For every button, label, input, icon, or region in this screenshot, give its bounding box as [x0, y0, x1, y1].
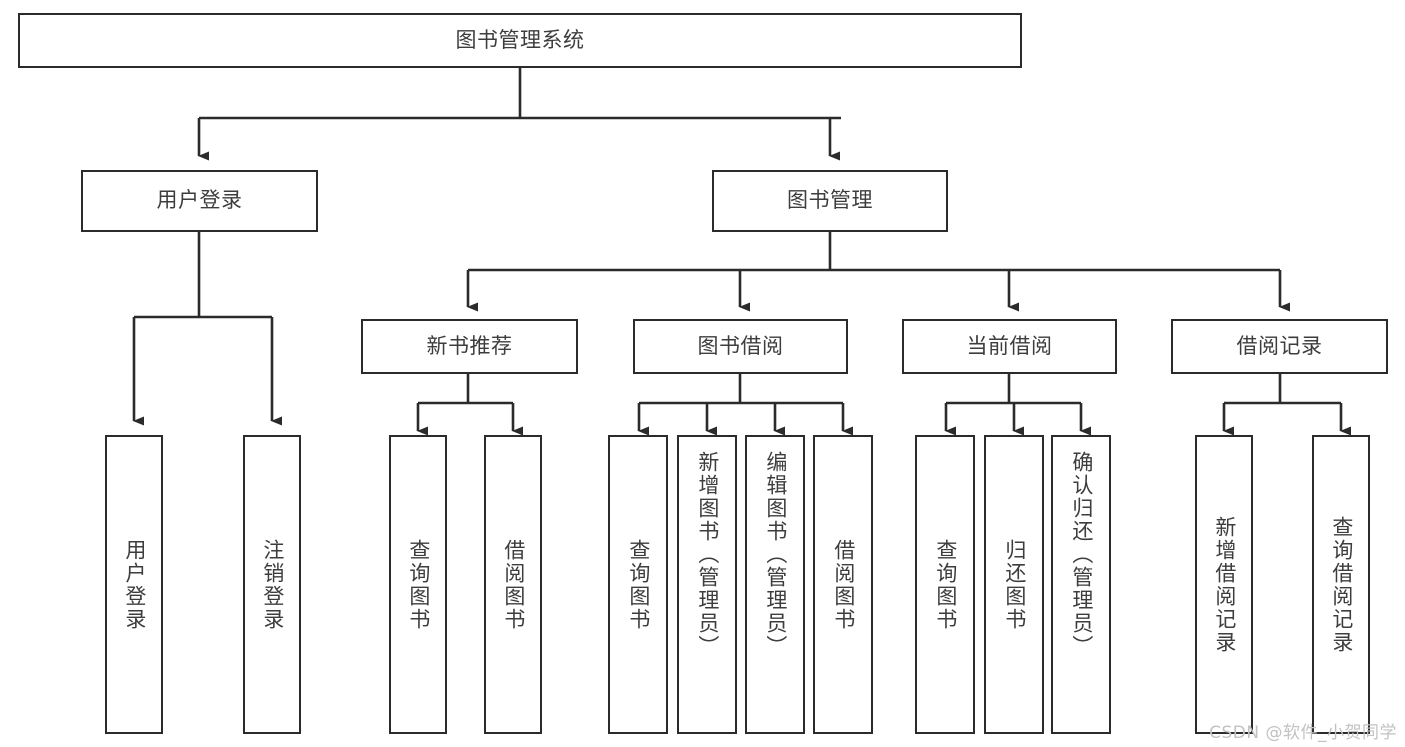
node-root-book-management-system[interactable]: 图书管理系统 — [18, 13, 1022, 68]
node-borrow-record[interactable]: 借阅记录 — [1171, 319, 1388, 374]
node-label: 新增借阅记录 — [1212, 515, 1237, 654]
node-label: 图书管理 — [787, 188, 873, 213]
node-label: 查询借阅记录 — [1329, 515, 1354, 654]
node-label: 借阅图书 — [831, 538, 856, 631]
node-label: 查询图书 — [626, 538, 651, 631]
node-label: 用户登录 — [156, 188, 243, 213]
node-label: 确认归还（管理员） — [1069, 451, 1094, 658]
node-label: 查询图书 — [933, 538, 958, 631]
node-label: 用户登录 — [122, 538, 147, 631]
node-leaf-edit-book-admin[interactable]: 编辑图书（管理员） — [745, 435, 805, 734]
node-label: 注销登录 — [260, 538, 285, 631]
node-user-login[interactable]: 用户登录 — [81, 170, 318, 232]
node-leaf-add-borrow-record[interactable]: 新增借阅记录 — [1195, 435, 1253, 734]
node-label: 图书借阅 — [697, 333, 784, 358]
node-book-management[interactable]: 图书管理 — [712, 170, 948, 232]
node-leaf-add-book-admin[interactable]: 新增图书（管理员） — [677, 435, 737, 734]
node-new-book-recommend[interactable]: 新书推荐 — [361, 319, 578, 374]
node-current-borrow[interactable]: 当前借阅 — [902, 319, 1117, 374]
node-leaf-query-book-bb[interactable]: 查询图书 — [608, 435, 668, 734]
node-label: 图书管理系统 — [455, 27, 585, 52]
node-leaf-query-borrow-record[interactable]: 查询借阅记录 — [1312, 435, 1370, 734]
node-leaf-confirm-return-admin[interactable]: 确认归还（管理员） — [1051, 435, 1111, 734]
node-leaf-query-book-nbr[interactable]: 查询图书 — [389, 435, 447, 734]
node-leaf-logout[interactable]: 注销登录 — [243, 435, 301, 734]
node-label: 归还图书 — [1002, 538, 1027, 631]
node-label: 新书推荐 — [426, 333, 513, 358]
node-leaf-query-book-cb[interactable]: 查询图书 — [915, 435, 975, 734]
node-leaf-return-book[interactable]: 归还图书 — [984, 435, 1044, 734]
node-label: 查询图书 — [406, 538, 431, 631]
node-label: 编辑图书（管理员） — [763, 451, 788, 658]
watermark-text: CSDN @软件_小贺同学 — [1209, 723, 1397, 743]
node-leaf-user-login[interactable]: 用户登录 — [105, 435, 163, 734]
node-leaf-borrow-book-bb[interactable]: 借阅图书 — [813, 435, 873, 734]
node-label: 借阅记录 — [1236, 333, 1323, 358]
node-label: 借阅图书 — [501, 538, 526, 631]
node-label: 当前借阅 — [966, 333, 1053, 358]
node-leaf-borrow-book-nbr[interactable]: 借阅图书 — [484, 435, 542, 734]
node-label: 新增图书（管理员） — [695, 451, 720, 658]
node-book-borrow[interactable]: 图书借阅 — [633, 319, 848, 374]
